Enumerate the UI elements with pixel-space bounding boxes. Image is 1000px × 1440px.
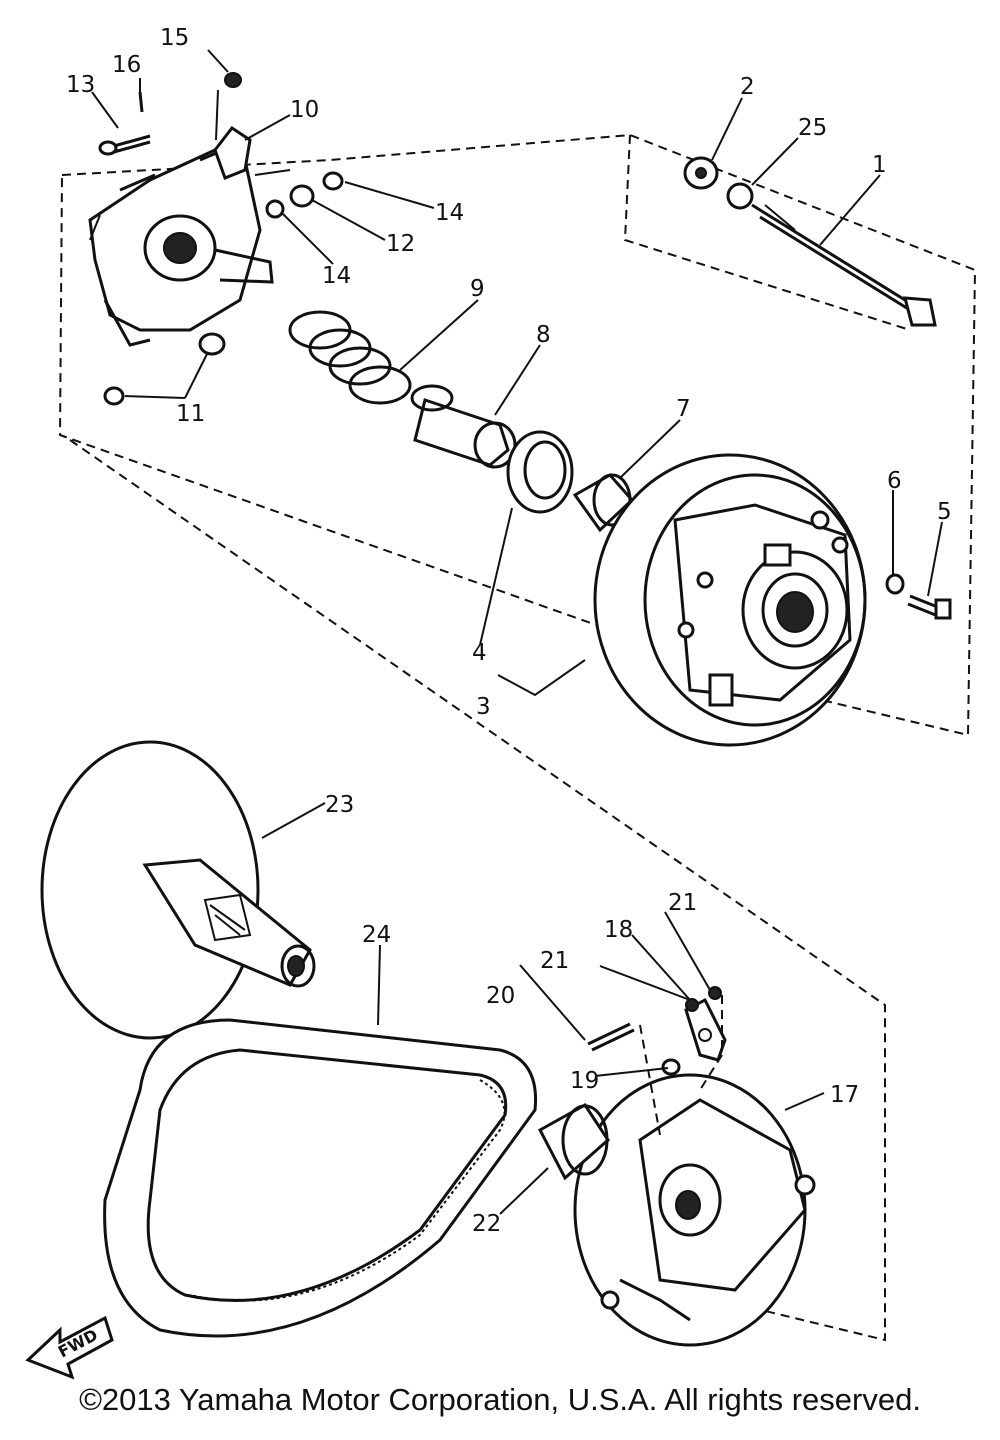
label-part-15: 15 (160, 25, 189, 51)
label-part-21-upper: 21 (668, 890, 697, 916)
washer-25 (726, 182, 754, 210)
label-part-2: 2 (740, 74, 755, 100)
nut-11 (198, 332, 226, 356)
label-part-18: 18 (604, 917, 633, 943)
bolt-guide-line (623, 134, 911, 331)
screw-13 (98, 134, 151, 156)
label-part-10: 10 (290, 97, 319, 123)
label-part-6: 6 (887, 468, 902, 494)
label-part-25: 25 (798, 115, 827, 141)
label-part-3: 3 (476, 694, 491, 720)
label-part-4: 4 (472, 640, 487, 666)
sleeve-8 (410, 384, 517, 469)
roller-19 (661, 1058, 681, 1076)
secondary-sheave-17 (573, 1073, 816, 1347)
weight-arm-10 (213, 125, 252, 180)
label-part-9: 9 (470, 276, 485, 302)
label-part-22: 22 (472, 1211, 501, 1237)
spider-assembly (88, 143, 291, 347)
washer-21-lower (685, 998, 699, 1012)
forward-arrow-icon: FWD (25, 1315, 114, 1380)
label-part-16: 16 (112, 52, 141, 78)
nut-15 (224, 72, 242, 88)
label-part-1: 1 (872, 152, 887, 178)
label-part-12: 12 (386, 231, 415, 257)
bushing-22 (537, 1103, 610, 1181)
label-part-14-upper: 14 (435, 200, 464, 226)
bushing-4 (506, 430, 574, 514)
label-part-19: 19 (570, 1068, 599, 1094)
label-part-7: 7 (676, 396, 691, 422)
fixed-sheave-3 (593, 453, 867, 747)
label-part-11: 11 (176, 401, 205, 427)
bolt-5 (907, 594, 952, 620)
primary-sheave-23 (40, 740, 316, 1040)
label-part-21-lower: 21 (540, 948, 569, 974)
assembly-outline-upper (58, 133, 977, 737)
weight-arm-18 (684, 997, 727, 1062)
label-part-13: 13 (66, 72, 95, 98)
washer-6 (885, 573, 905, 595)
pin-20 (587, 1022, 635, 1052)
spring-9 (288, 310, 412, 405)
drive-belt-24 (103, 1018, 538, 1338)
label-part-14-lower: 14 (322, 263, 351, 289)
bolt-11 (103, 386, 125, 406)
assembly-outline-lower (69, 439, 886, 1342)
label-part-17: 17 (830, 1082, 859, 1108)
label-part-24: 24 (362, 922, 391, 948)
copyright-notice: ©2013 Yamaha Motor Corporation, U.S.A. A… (79, 1382, 921, 1417)
label-part-23: 23 (325, 792, 354, 818)
label-part-20: 20 (486, 983, 515, 1009)
leader-lines (91, 49, 943, 1215)
washer-14-lower (265, 199, 285, 219)
label-part-5: 5 (937, 499, 952, 525)
collar-12 (289, 184, 315, 208)
bolt-1 (751, 203, 937, 327)
washer-21-upper (708, 986, 722, 1000)
exploded-parts-diagram: 2 25 1 15 16 13 10 14 12 14 9 8 7 11 6 5… (25, 25, 977, 1380)
label-part-8: 8 (536, 322, 551, 348)
washer-14-upper (322, 171, 344, 191)
